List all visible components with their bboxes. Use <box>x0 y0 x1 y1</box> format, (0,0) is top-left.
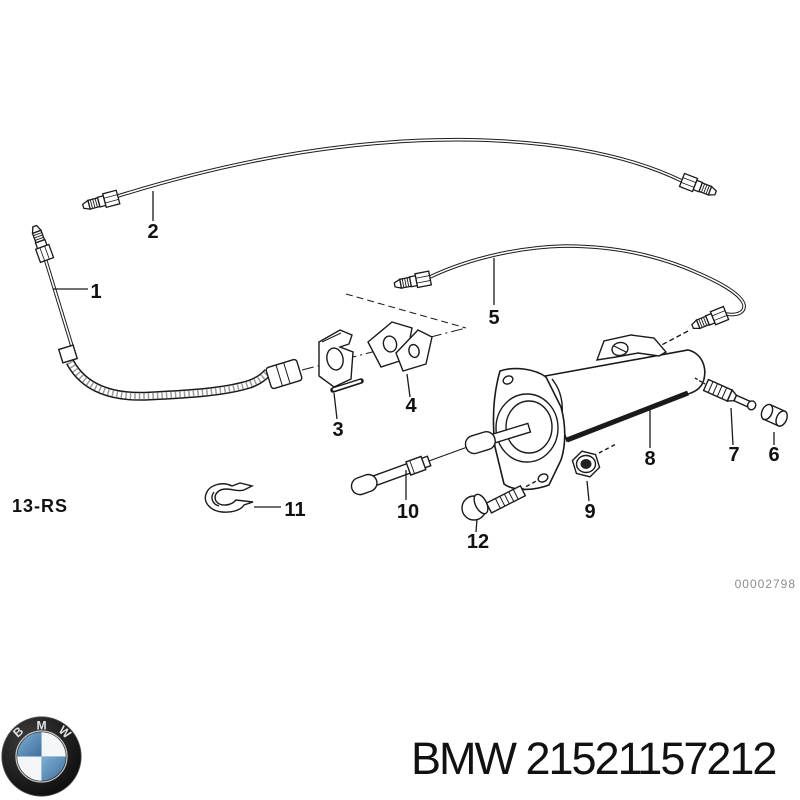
footer-part-text: BMW 21521157212 <box>411 733 778 785</box>
bleeder-valve-7 <box>694 377 757 411</box>
part-label-3: 3 <box>332 419 343 441</box>
clamp-pin-3 <box>330 378 364 393</box>
part-label-11: 11 <box>284 499 305 521</box>
nut-9 <box>571 443 617 478</box>
holder-4 <box>367 321 433 372</box>
part-label-2: 2 <box>147 221 158 243</box>
part-label-1: 1 <box>90 281 101 303</box>
bracket-3 <box>318 329 364 393</box>
drawing-number: 00002798 <box>735 577 796 591</box>
part-label-10: 10 <box>397 501 419 523</box>
leader-line-7 <box>730 407 734 446</box>
roundel-inner-ring <box>15 730 68 783</box>
pin-10 <box>350 447 466 496</box>
leader-line-3 <box>333 392 338 420</box>
clip-11 <box>204 482 255 513</box>
bmw-logo: B M W <box>1 716 82 797</box>
brand-name: BMW <box>411 733 517 784</box>
part-number: 21521157212 <box>525 733 778 784</box>
parts-diagram: 1 2 3 4 5 6 7 8 9 10 11 12 13-RS 0000279… <box>12 137 796 591</box>
pushrod <box>464 422 532 455</box>
part-label-9: 9 <box>584 501 595 523</box>
bolt-12 <box>461 479 539 521</box>
part-label-5: 5 <box>488 307 499 329</box>
slave-cylinder-8 <box>464 334 706 491</box>
part-label-8: 8 <box>644 448 655 470</box>
leader-line-12 <box>475 518 478 533</box>
part-label-4: 4 <box>405 395 417 417</box>
section-label: 13-RS <box>12 496 68 516</box>
leader-line-4 <box>406 373 411 398</box>
part-label-7: 7 <box>728 444 739 466</box>
roundel-letter-m: M <box>36 718 46 732</box>
cap-6 <box>760 403 788 427</box>
part-label-6: 6 <box>768 444 779 466</box>
part-label-12: 12 <box>467 531 489 553</box>
hose-1 <box>27 223 303 401</box>
leader-line-9 <box>586 480 590 502</box>
pipe-2 <box>80 137 719 214</box>
roundel-quarters <box>17 732 66 781</box>
construction-dashed-line <box>345 293 467 329</box>
